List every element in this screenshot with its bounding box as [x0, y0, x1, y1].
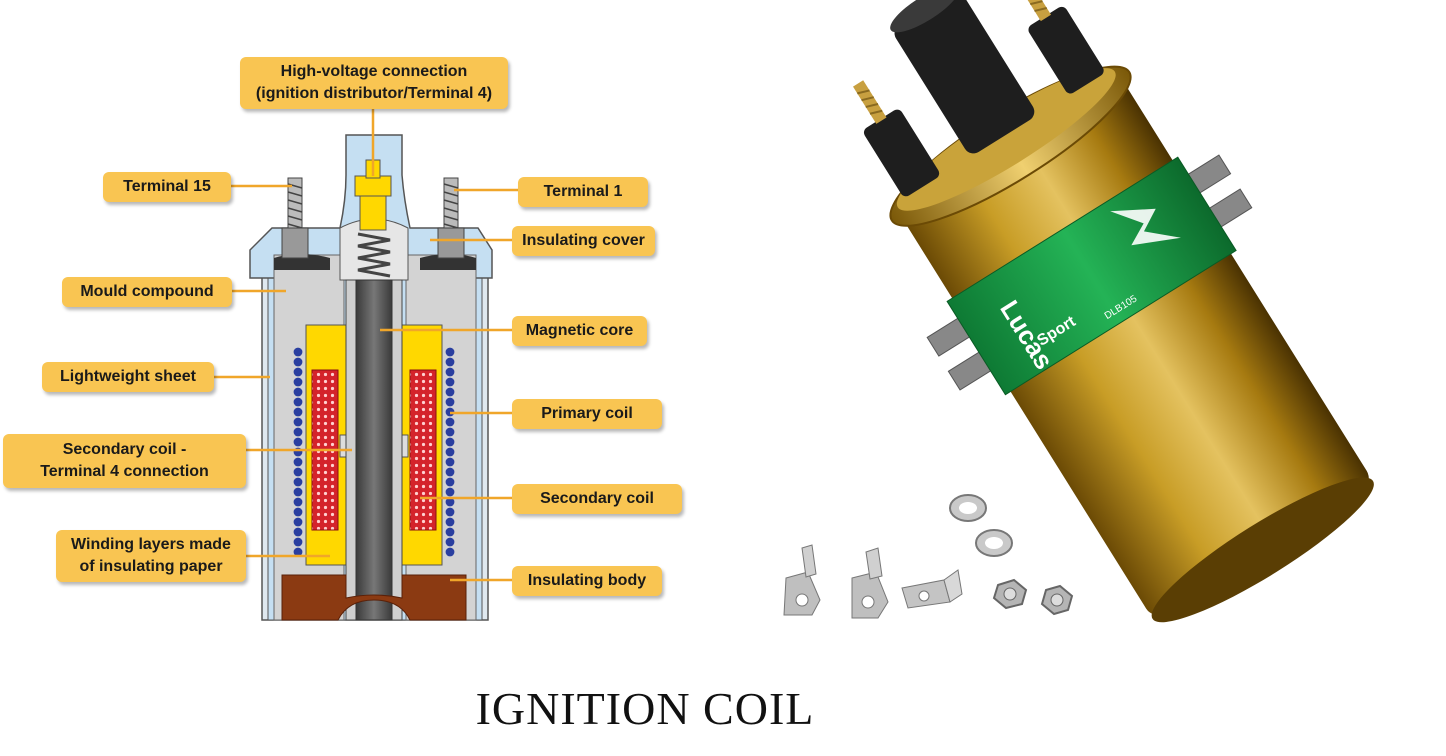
primary-coil-winding	[445, 447, 455, 457]
label-secondary-terminal-line-1: Secondary coil -	[62, 441, 187, 458]
primary-coil-winding	[445, 357, 455, 367]
ignition-coil-product-photo: Lucas Sport DLB105	[783, 0, 1374, 623]
magnetic-core	[345, 279, 403, 621]
label-secondary-coil: Secondary coil	[512, 484, 682, 514]
primary-coil-winding	[293, 517, 303, 527]
canister-body	[904, 80, 1369, 616]
label-secondary-terminal-line-2: Terminal 4 connection	[40, 463, 209, 480]
label-secondary-coil-terminal-4: Secondary coil - Terminal 4 connection	[3, 434, 246, 488]
primary-coil-winding	[293, 547, 303, 557]
primary-coil-winding	[293, 417, 303, 427]
secondary-coil-right	[409, 369, 437, 531]
primary-coil-winding	[445, 387, 455, 397]
label-terminal-1: Terminal 1	[518, 177, 648, 207]
label-high-voltage-line-2: (ignition distributor/Terminal 4)	[255, 85, 493, 102]
spade-connector-3	[901, 569, 963, 609]
primary-coil-winding	[445, 517, 455, 527]
lt-terminal-right	[1017, 0, 1104, 94]
label-winding-line-1: Winding layers made	[71, 536, 231, 553]
terminal-1-post	[437, 177, 465, 259]
primary-coil-winding	[445, 367, 455, 377]
label-magnetic-core: Magnetic core	[512, 316, 647, 346]
primary-coil-winding	[293, 427, 303, 437]
primary-coil-winding	[445, 377, 455, 387]
terminal-15-post	[281, 177, 309, 259]
primary-coil-winding	[445, 497, 455, 507]
primary-coil-winding	[293, 477, 303, 487]
primary-coil-winding	[445, 547, 455, 557]
label-high-voltage-line-1: High-voltage connection	[280, 63, 468, 80]
ignition-coil-cutaway-diagram	[214, 108, 518, 621]
primary-coil	[293, 347, 455, 557]
primary-coil-winding	[293, 397, 303, 407]
primary-coil-winding	[293, 467, 303, 477]
insulating-body	[281, 574, 467, 621]
nut-2	[1040, 584, 1074, 616]
primary-coil-winding	[293, 367, 303, 377]
leader-lines	[214, 108, 518, 582]
primary-coil-winding	[445, 437, 455, 447]
primary-coil-winding	[293, 437, 303, 447]
primary-coil-winding	[293, 387, 303, 397]
label-primary-coil: Primary coil	[512, 399, 662, 429]
primary-coil-winding	[293, 487, 303, 497]
primary-coil-winding	[445, 467, 455, 477]
diagram-caption: IGNITION COIL	[475, 683, 815, 734]
primary-coil-winding	[293, 357, 303, 367]
primary-coil-winding	[293, 377, 303, 387]
primary-coil-winding	[445, 537, 455, 547]
primary-coil-winding	[445, 427, 455, 437]
label-winding-layers: Winding layers made of insulating paper	[56, 530, 246, 582]
label-high-voltage-connection: High-voltage connection (ignition distri…	[240, 57, 508, 109]
primary-coil-winding	[293, 407, 303, 417]
label-insulating-cover: Insulating cover	[512, 226, 655, 256]
primary-coil-winding	[445, 347, 455, 357]
primary-coil-winding	[445, 507, 455, 517]
primary-coil-winding	[293, 497, 303, 507]
primary-coil-winding	[445, 527, 455, 537]
primary-coil-winding	[445, 397, 455, 407]
nut-1	[992, 578, 1028, 610]
label-insulating-body: Insulating body	[512, 566, 662, 596]
primary-coil-winding	[293, 347, 303, 357]
label-terminal-15: Terminal 15	[103, 172, 231, 202]
washer-2	[975, 529, 1013, 557]
ht-tower	[890, 0, 1035, 154]
canister-bottom	[1151, 477, 1374, 623]
primary-coil-winding	[445, 417, 455, 427]
primary-coil-winding	[293, 527, 303, 537]
washer-1	[949, 494, 987, 522]
label-winding-line-2: of insulating paper	[79, 558, 223, 575]
primary-coil-winding	[293, 457, 303, 467]
label-lightweight-sheet: Lightweight sheet	[42, 362, 214, 392]
spade-connector-1	[783, 544, 821, 616]
primary-coil-winding	[445, 487, 455, 497]
primary-coil-winding	[445, 457, 455, 467]
label-band	[946, 156, 1237, 396]
spade-connector-2	[851, 547, 889, 619]
primary-coil-winding	[293, 507, 303, 517]
primary-coil-winding	[445, 477, 455, 487]
label-mould-compound: Mould compound	[62, 277, 232, 307]
lt-terminal-left	[853, 80, 940, 197]
primary-coil-winding	[293, 537, 303, 547]
